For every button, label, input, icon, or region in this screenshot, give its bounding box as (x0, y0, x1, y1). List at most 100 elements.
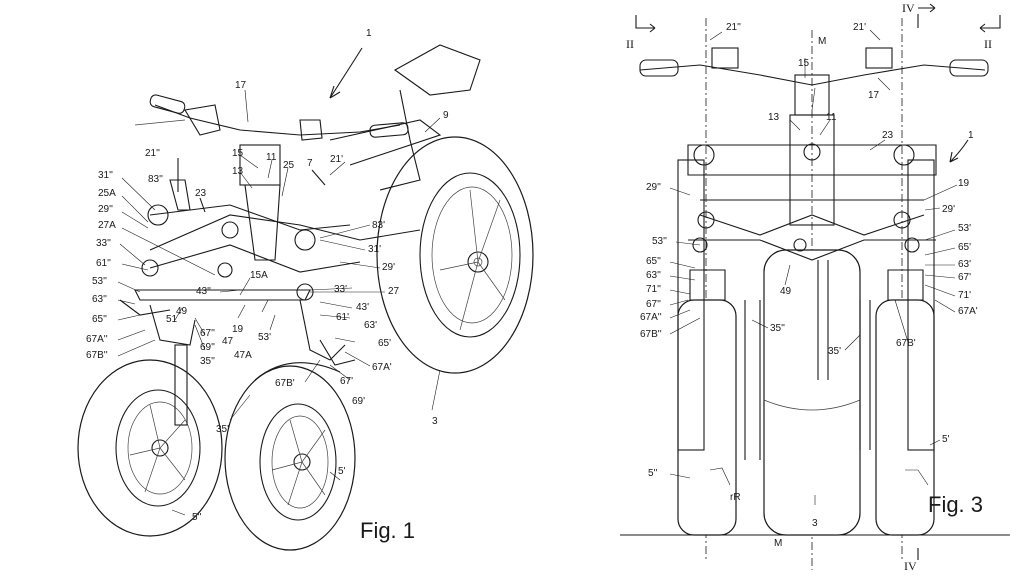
labels-fig3: 21'' 21' M 15 17 13 11 23 1 29'' 19 29' … (640, 22, 978, 549)
label-65-double-prime: 65'' (92, 314, 107, 325)
label3-53-double-prime: 53'' (652, 236, 667, 247)
label-67-double-prime: 67'' (200, 328, 215, 339)
label-67A-double-prime: 67A'' (86, 334, 108, 345)
label-27: 27 (388, 286, 400, 297)
figure-1-caption: Fig. 1 (360, 518, 415, 543)
section-marks: II II IV IV (626, 1, 1001, 573)
label3-67A-double-prime: 67A'' (640, 312, 662, 323)
label3-rR-left: rR (730, 492, 741, 503)
label3-29-double-prime: 29'' (646, 182, 661, 193)
label-43-double-prime: 43'' (196, 286, 211, 297)
label-35-double-prime: 35'' (200, 356, 215, 367)
label-15: 15 (232, 148, 244, 159)
label3-17: 17 (868, 90, 880, 101)
label-27A: 27A (98, 220, 116, 231)
label-69-double-prime: 69'' (200, 342, 215, 353)
label-21-prime: 21' (330, 154, 343, 165)
handlebar (134, 94, 409, 141)
label3-13: 13 (768, 112, 780, 123)
rear-wheel (376, 136, 534, 374)
label-5-prime: 5' (338, 466, 346, 477)
label3-35-prime: 35' (828, 346, 841, 357)
front-right-wheel (224, 362, 356, 551)
label-33-prime: 33' (334, 284, 347, 295)
label3-15: 15 (798, 58, 810, 69)
leader-lines-fig1 (117, 89, 441, 516)
label3-5-prime: 5' (942, 434, 950, 445)
label-17: 17 (235, 80, 247, 91)
label-53-prime: 53' (258, 332, 271, 343)
label-25A: 25A (98, 188, 116, 199)
label-43-prime: 43' (356, 302, 369, 313)
label-31-prime: 31' (368, 244, 381, 255)
label3-67-prime: 67' (958, 272, 971, 283)
label3-67A-prime: 67A' (958, 306, 978, 317)
label-31-double-prime: 31'' (98, 170, 113, 181)
label-1: 1 (366, 28, 372, 39)
label3-1: 1 (968, 130, 974, 141)
label3-5-double-prime: 5'' (648, 468, 657, 479)
section-mark-IV-bottom: IV (904, 559, 917, 573)
label3-63-double-prime: 63'' (646, 270, 661, 281)
figure-3-drawing: II II IV IV (620, 1, 1010, 573)
label-67-prime: 67' (340, 376, 353, 387)
label3-71-prime: 71' (958, 290, 971, 301)
label3-M-top: M (818, 36, 826, 47)
label-21-double-prime: 21'' (145, 148, 160, 159)
label3-71-double-prime: 71'' (646, 284, 661, 295)
label3-M-bottom: M (774, 538, 782, 549)
figure-1-drawing: 1 17 9 15 13 11 25 7 21' 21'' 83'' 31'' … (77, 28, 534, 551)
leader-lines-fig3 (669, 29, 958, 505)
label-33-double-prime: 33'' (96, 238, 111, 249)
label3-3: 3 (812, 518, 818, 529)
section-mark-IV-top: IV (902, 1, 915, 15)
label-35-prime: 35' (216, 424, 229, 435)
label-47: 47 (222, 336, 234, 347)
label-23: 23 (195, 188, 207, 199)
label3-23: 23 (882, 130, 894, 141)
label3-65-double-prime: 65'' (646, 256, 661, 267)
label-15A: 15A (250, 270, 268, 281)
label3-11: 11 (826, 112, 837, 123)
label3-63-prime: 63' (958, 259, 971, 270)
frame-and-suspension (119, 44, 481, 366)
label3-65-prime: 65' (958, 242, 971, 253)
label-63-prime: 63' (364, 320, 377, 331)
label-63-double-prime: 63'' (92, 294, 107, 305)
label-67B-prime: 67B' (275, 378, 295, 389)
label-53-double-prime: 53'' (92, 276, 107, 287)
figure-3-caption: Fig. 3 (928, 492, 983, 517)
label-67B-double-prime: 67B'' (86, 350, 108, 361)
label3-53-prime: 53' (958, 223, 971, 234)
label-5-double-prime: 5'' (192, 512, 201, 523)
label-65-prime: 65' (378, 338, 391, 349)
label-7: 7 (307, 158, 313, 169)
label-49: 49 (176, 306, 188, 317)
label-51: 51 (166, 314, 178, 325)
label-67A-prime: 67A' (372, 362, 392, 373)
label-25: 25 (283, 160, 295, 171)
label3-21-double-prime: 21'' (726, 22, 741, 33)
label-11: 11 (266, 152, 277, 163)
arrow-ref-1 (329, 47, 363, 99)
label3-21-prime: 21' (853, 22, 866, 33)
front-view-wheels (677, 159, 935, 536)
labels-fig1: 1 17 9 15 13 11 25 7 21' 21'' 83'' 31'' … (86, 28, 449, 523)
label-83-prime: 83' (372, 220, 385, 231)
label3-49: 49 (780, 286, 792, 297)
front-view-frame (639, 47, 989, 460)
label-83-double-prime: 83'' (148, 174, 163, 185)
label-3: 3 (432, 416, 438, 427)
label-9: 9 (443, 110, 449, 121)
label-69-prime: 69' (352, 396, 365, 407)
label-29-prime: 29' (382, 262, 395, 273)
label3-67B-double-prime: 67B'' (640, 329, 662, 340)
label-19: 19 (232, 324, 244, 335)
label3-19: 19 (958, 178, 970, 189)
label-61-prime: 61' (336, 312, 349, 323)
label3-67B-prime: 67B' (896, 338, 916, 349)
label-61-double-prime: 61'' (96, 258, 111, 269)
section-mark-II-right: II (984, 37, 992, 51)
front-left-wheel (77, 344, 223, 537)
